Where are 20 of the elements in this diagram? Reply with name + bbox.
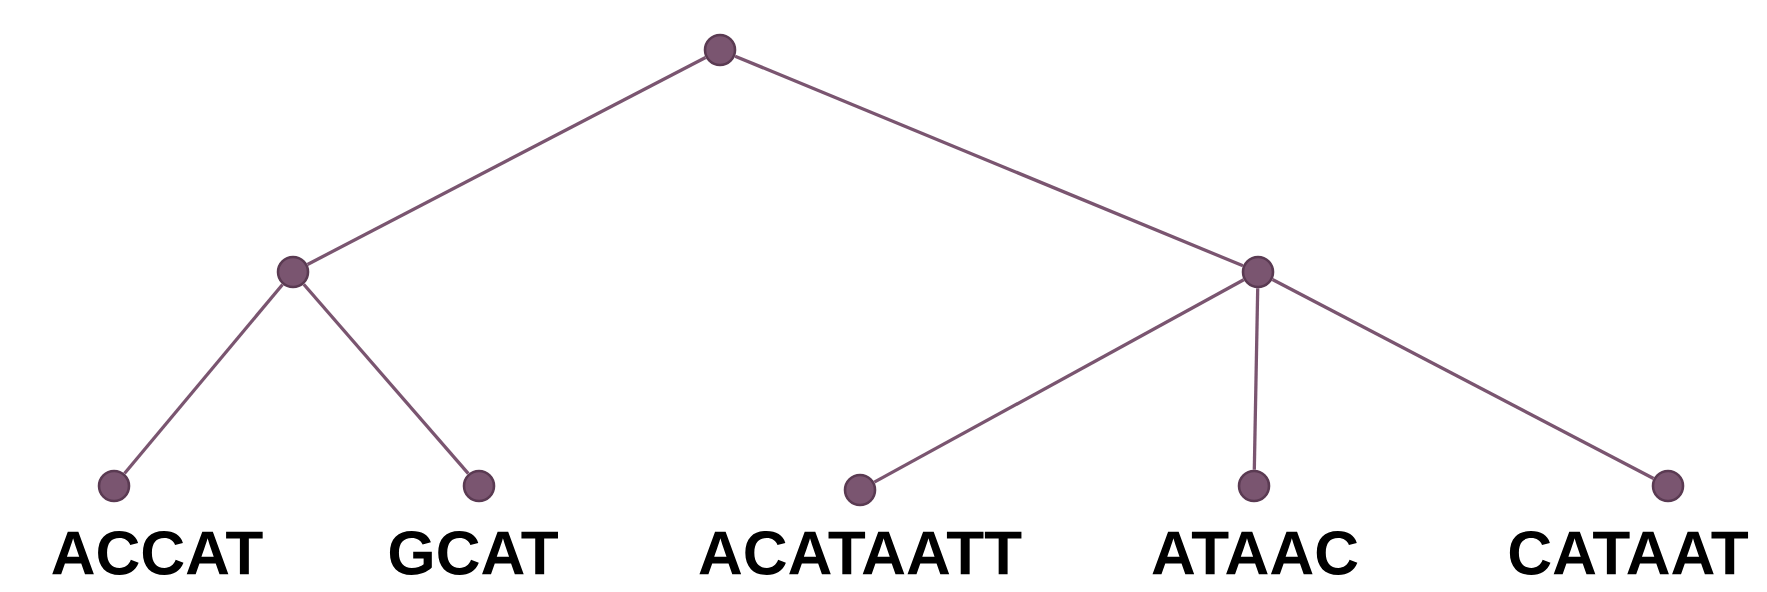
tree-node	[462, 469, 496, 503]
tree-edge	[1271, 278, 1655, 480]
sequence-label: GCAT	[389, 531, 558, 575]
sequence-label: ACCAT	[52, 531, 263, 575]
tree-edge	[734, 54, 1244, 268]
tree-edge	[1252, 288, 1260, 470]
tree-edge	[306, 56, 707, 266]
tree-edge	[873, 278, 1245, 484]
sequence-label: ATAAC	[1152, 531, 1358, 575]
tree-node	[1241, 255, 1275, 289]
tree-node	[276, 255, 310, 289]
tree-node	[97, 469, 131, 503]
tree-node	[1237, 469, 1271, 503]
tree-edge	[123, 283, 284, 475]
tree-edge	[302, 283, 470, 475]
tree-node	[1651, 469, 1685, 503]
tree-node	[843, 473, 877, 507]
sequence-label: CATAAT	[1509, 531, 1749, 575]
tree-node	[703, 33, 737, 67]
sequence-label: ACATAATT	[699, 531, 1022, 575]
